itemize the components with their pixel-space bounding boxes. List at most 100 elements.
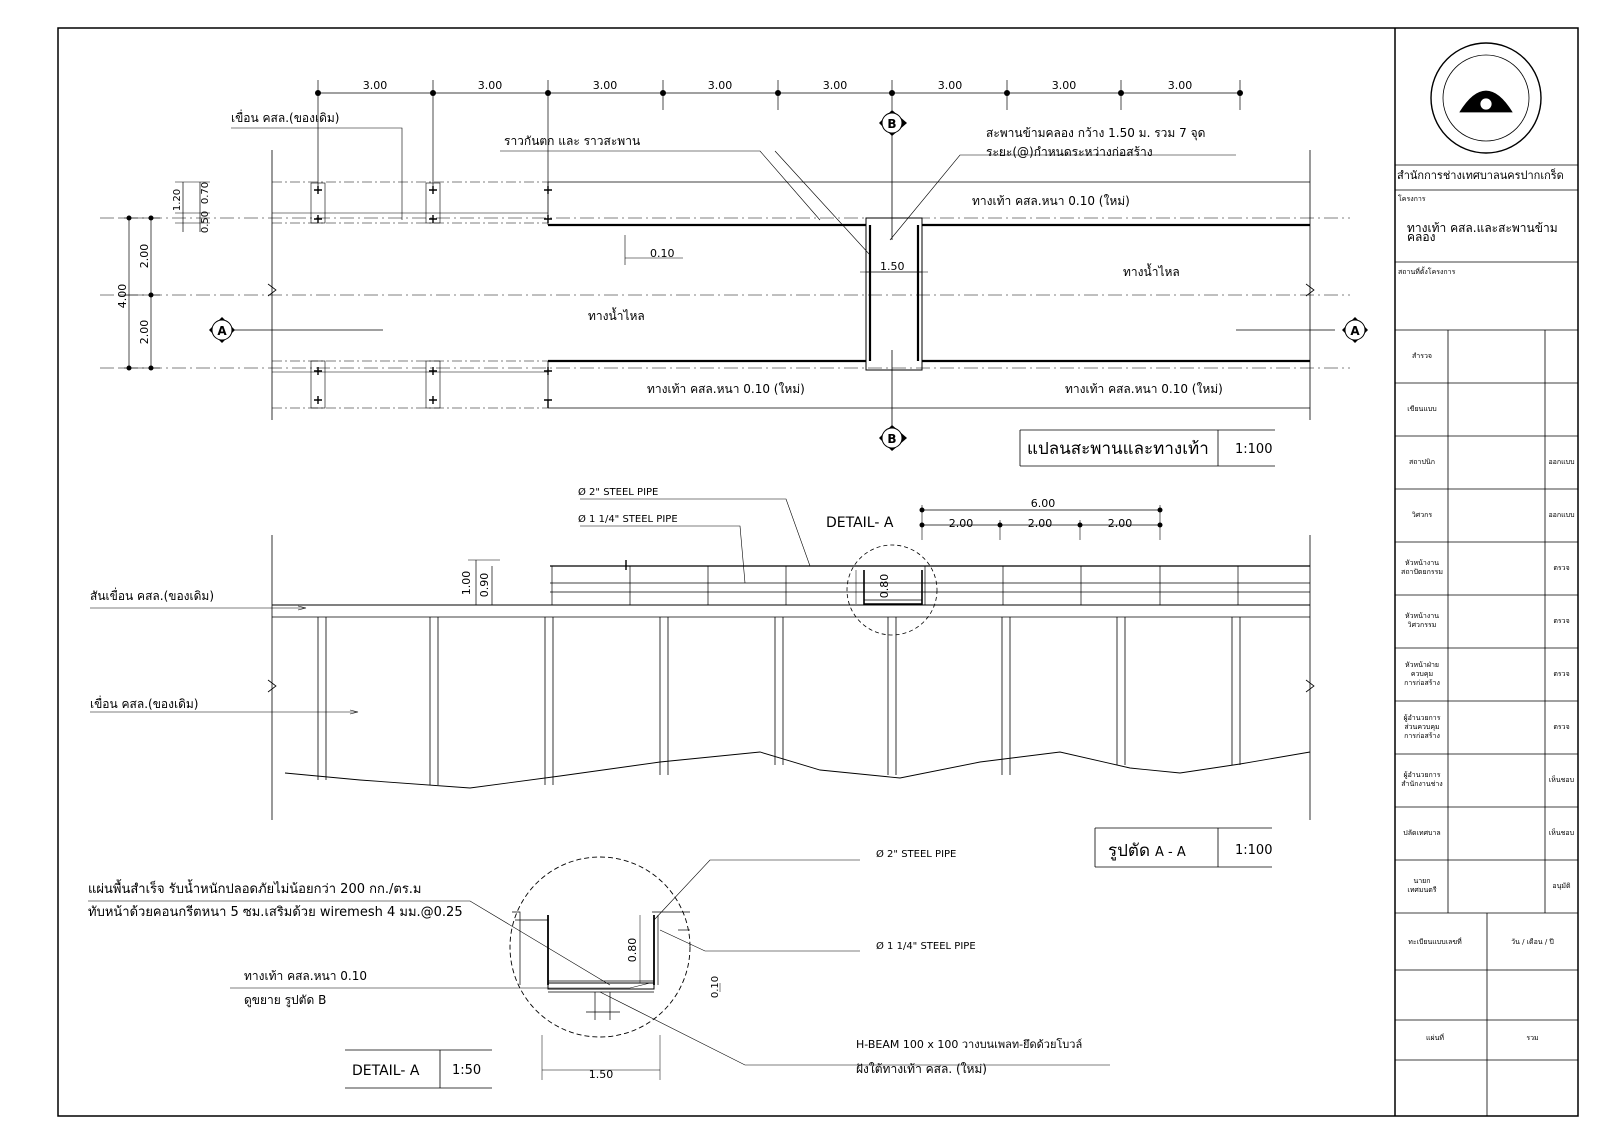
- signoff-action-label: ออกแบบ: [1548, 511, 1575, 519]
- section-label: B: [887, 117, 896, 131]
- label-bridge: สะพานข้ามคลอง กว้าง 1.50 ม. รวม 7 จุด: [986, 126, 1205, 141]
- dim-span: 3.00: [478, 79, 503, 92]
- label-waterway-left: ทางน้ำไหล: [588, 307, 645, 323]
- dim-bridge-width: 1.50: [880, 260, 905, 273]
- label-dam: เขื่อน คสล.(ของเดิม): [231, 109, 340, 125]
- title-block: สำนักการช่างเทศบาลนครปากเกร็ด โครงการ ทา…: [1395, 28, 1578, 1116]
- detail-labels: แผ่นพื้นสำเร็จ รับน้ำหนักปลอดภัยไม่น้อยก…: [88, 848, 1082, 1081]
- dim-detail-thickness: 0.10: [710, 976, 721, 998]
- dim-thickness: 0.10: [650, 247, 675, 260]
- section-title-ref: A - A: [1155, 845, 1186, 860]
- label-h-beam: H-BEAM 100 x 100 วางบนเพลท-ยึดด้วยโบวล์: [856, 1037, 1082, 1051]
- dim-b: 0.70: [200, 182, 211, 204]
- sheet-border: [57, 27, 1579, 1117]
- dim-rail-h2: 0.90: [478, 573, 491, 598]
- plan-view: [100, 80, 1350, 467]
- signoff-role-label: ผู้อำนวยการ ส่วนควบคุม การก่อสร้าง: [1403, 713, 1441, 740]
- plan-title: แปลนสะพานและทางเท้า: [1027, 439, 1209, 459]
- detail-title: DETAIL- A: [352, 1063, 420, 1079]
- label-steel-pipe-2: Ø 2" STEEL PIPE: [578, 486, 658, 498]
- dim-total: 4.00: [116, 284, 129, 309]
- dim-rail-total: 6.00: [1031, 497, 1056, 510]
- signoff-action-label: ตรวจ: [1553, 617, 1570, 625]
- detail-scale: 1:50: [452, 1063, 481, 1078]
- signoff-action-label: ออกแบบ: [1548, 458, 1575, 466]
- project-label: โครงการ: [1398, 195, 1426, 203]
- section-labels: Ø 2" STEEL PIPE Ø 1 1/4" STEEL PIPE DETA…: [90, 486, 1272, 861]
- signoff-action-label: ตรวจ: [1553, 723, 1570, 731]
- note-topping: ทับหน้าด้วยคอนกรีตหนา 5 ซม.เสริมด้วย wir…: [88, 904, 463, 920]
- dim-rail-span: 2.00: [1108, 517, 1133, 530]
- dim-rail-h3: 0.80: [878, 574, 891, 599]
- label-dam: เขื่อน คสล.(ของเดิม): [90, 695, 199, 711]
- signoff-action-label: ตรวจ: [1553, 564, 1570, 572]
- signoff-action-label: ตรวจ: [1553, 670, 1570, 678]
- dim-rail-span: 2.00: [1028, 517, 1053, 530]
- signoff-role-label: สำรวจ: [1412, 351, 1432, 360]
- plan-scale: 1:100: [1235, 442, 1272, 457]
- plan-dimensions: 3.00 3.00 3.00 3.00 3.00 3.00 3.00 3.00 …: [116, 79, 1192, 344]
- signoff-action-label: อนุมัติ: [1552, 882, 1571, 890]
- label-rail: ราวกันตก และ ราวสะพาน: [504, 134, 640, 148]
- titleblock-grid: [1395, 42, 1578, 1116]
- section-marker-a-left: A: [209, 317, 235, 343]
- section-scale: 1:100: [1235, 843, 1272, 858]
- label-steel-pipe-2: Ø 2" STEEL PIPE: [876, 848, 956, 860]
- signoff-role-label: ผู้อำนวยการ สำนักงานช่าง: [1401, 771, 1443, 788]
- signoff-role-label: เขียนแบบ: [1407, 404, 1437, 413]
- section-label: A: [1350, 324, 1360, 338]
- section-marker-b-bottom: B: [879, 425, 907, 451]
- label-dam-top: สันเขื่อน คสล.(ของเดิม): [90, 587, 214, 603]
- section-marker-a-right: A: [1342, 317, 1368, 343]
- plan-labels: เขื่อน คสล.(ของเดิม) ราวกันตก และ ราวสะพ…: [231, 109, 1272, 459]
- label-detail-ref: DETAIL- A: [826, 515, 894, 531]
- project-name: ทางเท้า คสล.และสะพานข้ามคลอง: [1407, 221, 1558, 244]
- dim-span: 3.00: [823, 79, 848, 92]
- dim-span: 3.00: [1168, 79, 1193, 92]
- label-walkway: ทางเท้า คสล.หนา 0.10: [244, 969, 367, 983]
- date-label: วัน / เดือน / ปี: [1511, 938, 1554, 946]
- label-steel-pipe-114: Ø 1 1/4" STEEL PIPE: [876, 940, 976, 952]
- section-view: [90, 498, 1315, 868]
- sheet-total-label: รวม: [1526, 1034, 1539, 1042]
- signoff-role-label: หัวหน้าฝ่าย ควบคุม การก่อสร้าง: [1404, 660, 1440, 687]
- dim-span: 3.00: [708, 79, 733, 92]
- signoff-role-label: นายก เทศมนตรี: [1407, 877, 1437, 894]
- signoff-action-label: เห็นชอบ: [1548, 829, 1575, 837]
- dim-span: 3.00: [363, 79, 388, 92]
- dim-rail-h1: 1.00: [460, 571, 473, 596]
- label-waterway-right: ทางน้ำไหล: [1123, 263, 1180, 279]
- dim-upper: 2.00: [138, 244, 151, 269]
- label-walkway-top: ทางเท้า คสล.หนา 0.10 (ใหม่): [972, 194, 1130, 208]
- dim-span: 3.00: [1052, 79, 1077, 92]
- registration-label: ทะเบียนแบบเลขที่: [1408, 938, 1462, 946]
- label-walkway-bottom-right: ทางเท้า คสล.หนา 0.10 (ใหม่): [1065, 382, 1223, 396]
- dim-detail-width: 1.50: [589, 1068, 614, 1081]
- section-label: B: [887, 432, 896, 446]
- signoff-role-label: หัวหน้างาน วิศวกรรม: [1404, 612, 1439, 629]
- dim-span: 3.00: [938, 79, 963, 92]
- sheet-no-label: แผ่นที่: [1425, 1034, 1444, 1042]
- detail-view: [88, 856, 1110, 1089]
- dim-rail-span: 2.00: [949, 517, 974, 530]
- dim-c: 0.50: [200, 211, 211, 233]
- section-label: A: [217, 324, 227, 338]
- signoff-role-label: ปลัดเทศบาล: [1403, 828, 1441, 837]
- location-label: สถานที่ตั้งโครงการ: [1398, 268, 1456, 276]
- dim-a: 1.20: [172, 189, 183, 211]
- post-markers: [314, 186, 552, 408]
- section-title: รูปตัด: [1108, 841, 1150, 861]
- label-bridge-spacing: ระยะ(@)กำหนดระหว่างก่อสร้าง: [986, 145, 1153, 159]
- dim-detail-height: 0.80: [626, 938, 639, 963]
- dim-lower: 2.00: [138, 320, 151, 345]
- signoff-action-label: เห็นชอบ: [1548, 776, 1575, 784]
- signoff-role-label: สถาปนิก: [1409, 457, 1435, 466]
- label-h-beam-embed: ฝังใต้ทางเท้า คสล. (ใหม่): [856, 1062, 987, 1076]
- signoff-role-label: วิศวกร: [1411, 510, 1433, 519]
- dim-span: 3.00: [593, 79, 618, 92]
- label-steel-pipe-114: Ø 1 1/4" STEEL PIPE: [578, 513, 678, 525]
- signoff-role-label: หัวหน้างาน สถาปัตยกรรม: [1401, 559, 1443, 576]
- section-marker-b-top: B: [879, 110, 907, 136]
- label-walkway-bottom-left: ทางเท้า คสล.หนา 0.10 (ใหม่): [647, 382, 805, 396]
